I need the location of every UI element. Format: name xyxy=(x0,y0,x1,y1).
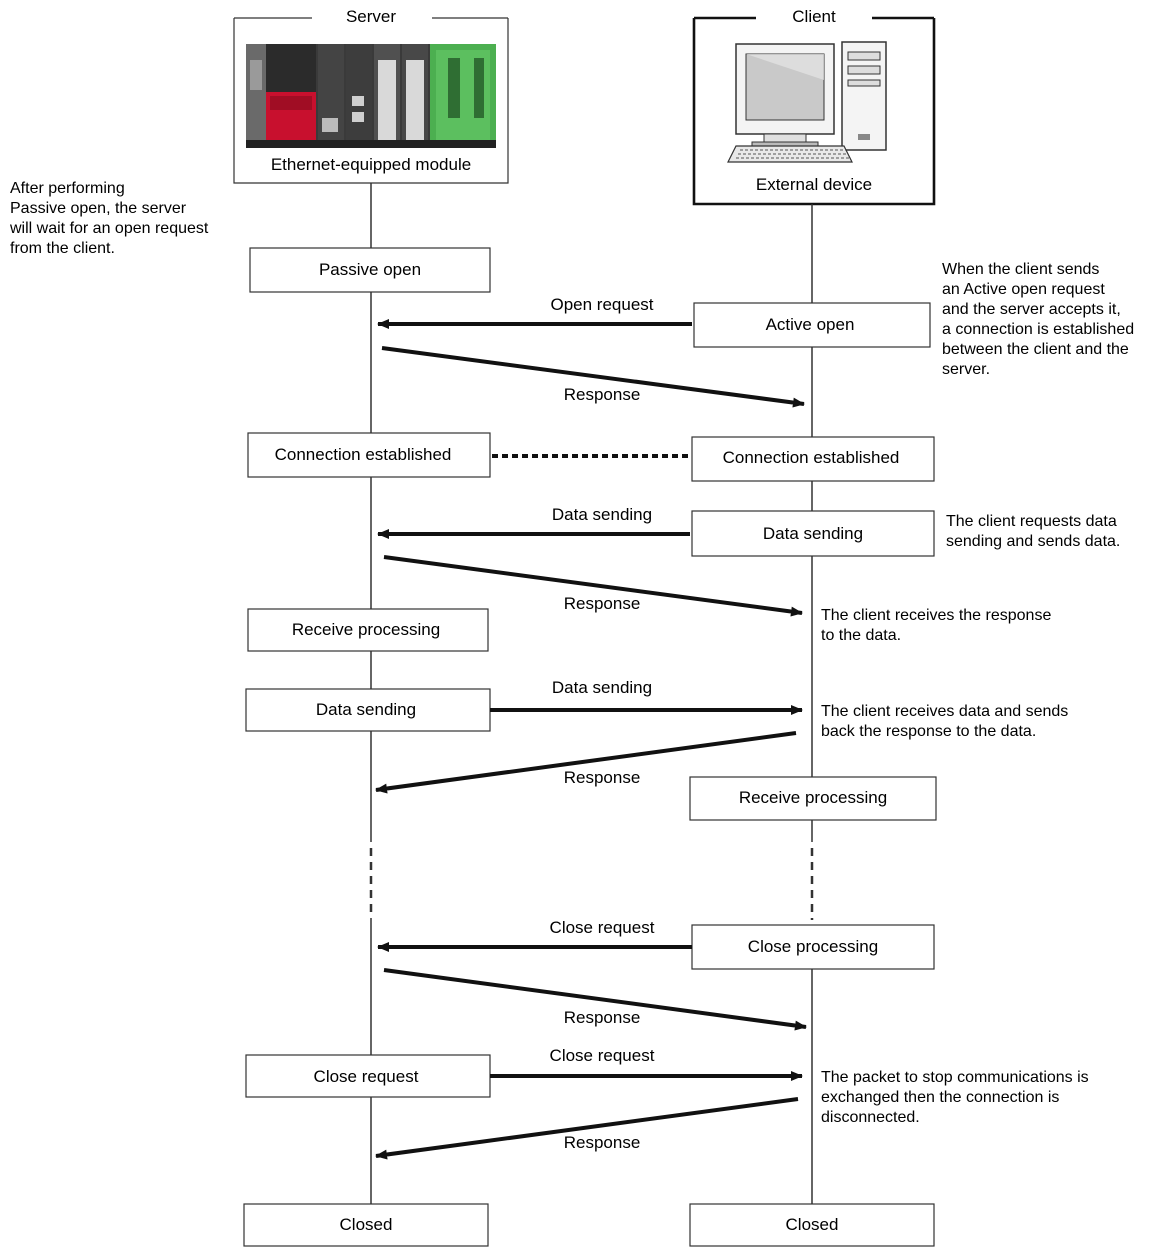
server-box-receive-processing: Receive processing xyxy=(247,608,489,652)
server-box-passive-open: Passive open xyxy=(249,247,491,293)
server-box-connection-established: Connection established xyxy=(247,432,491,478)
data-sending-label-1: Data sending xyxy=(552,505,652,524)
response-label-3: Response xyxy=(564,768,641,787)
client-data-sending-label: Data sending xyxy=(763,524,863,543)
note-disconnect: The packet to stop communications is exc… xyxy=(821,1069,1093,1126)
response-label-2: Response xyxy=(564,594,641,613)
computer-icon xyxy=(727,41,887,163)
plc-module-image xyxy=(246,44,496,148)
open-request-label: Open request xyxy=(550,295,653,314)
client-closed-label: Closed xyxy=(786,1215,839,1234)
server-closed-label: Closed xyxy=(340,1215,393,1234)
server-device-label: Ethernet-equipped module xyxy=(271,155,471,174)
server-box-closed: Closed xyxy=(243,1203,489,1247)
close-request-label-1: Close request xyxy=(550,918,655,937)
note-client-receive-response: The client receives the response to the … xyxy=(821,607,1056,644)
note-server-wait: After performing Passive open, the serve… xyxy=(9,180,213,257)
close-request-label-2: Close request xyxy=(550,1046,655,1065)
client-box-closed: Closed xyxy=(689,1203,935,1247)
response-label-5: Response xyxy=(564,1133,641,1152)
response-label-1: Response xyxy=(564,385,641,404)
active-open-label: Active open xyxy=(766,315,855,334)
client-header: Client xyxy=(692,7,936,206)
server-box-data-sending: Data sending xyxy=(245,688,491,732)
response-arrow-2 xyxy=(383,555,803,617)
passive-open-label: Passive open xyxy=(319,260,421,279)
server-box-close-request: Close request xyxy=(245,1054,491,1098)
server-connection-established-label: Connection established xyxy=(275,445,452,464)
response-arrow-4 xyxy=(383,968,807,1031)
client-box-active-open: Active open xyxy=(693,302,931,348)
server-header-label: Server xyxy=(346,7,396,26)
note-client-send: The client requests data sending and sen… xyxy=(946,513,1121,550)
data-sending-label-2: Data sending xyxy=(552,678,652,697)
response-label-4: Response xyxy=(564,1008,641,1027)
client-device-label: External device xyxy=(756,175,872,194)
server-data-sending-label: Data sending xyxy=(316,700,416,719)
server-close-request-label: Close request xyxy=(314,1067,419,1086)
note-client-receive-data: The client receives data and sends back … xyxy=(821,703,1073,740)
note-connection: When the client sends an Active open req… xyxy=(942,261,1139,378)
client-receive-processing-label: Receive processing xyxy=(739,788,887,807)
client-header-label: Client xyxy=(792,7,836,26)
client-close-processing-label: Close processing xyxy=(748,937,878,956)
client-box-data-sending: Data sending xyxy=(691,510,935,557)
response-arrow-5 xyxy=(375,1097,799,1160)
response-arrow-1 xyxy=(381,346,805,408)
client-box-receive-processing: Receive processing xyxy=(689,776,937,821)
server-receive-processing-label: Receive processing xyxy=(292,620,440,639)
client-box-connection-established: Connection established xyxy=(691,436,935,482)
client-box-close-processing: Close processing xyxy=(691,924,935,970)
client-connection-established-label: Connection established xyxy=(723,448,900,467)
response-arrow-3 xyxy=(375,731,797,794)
